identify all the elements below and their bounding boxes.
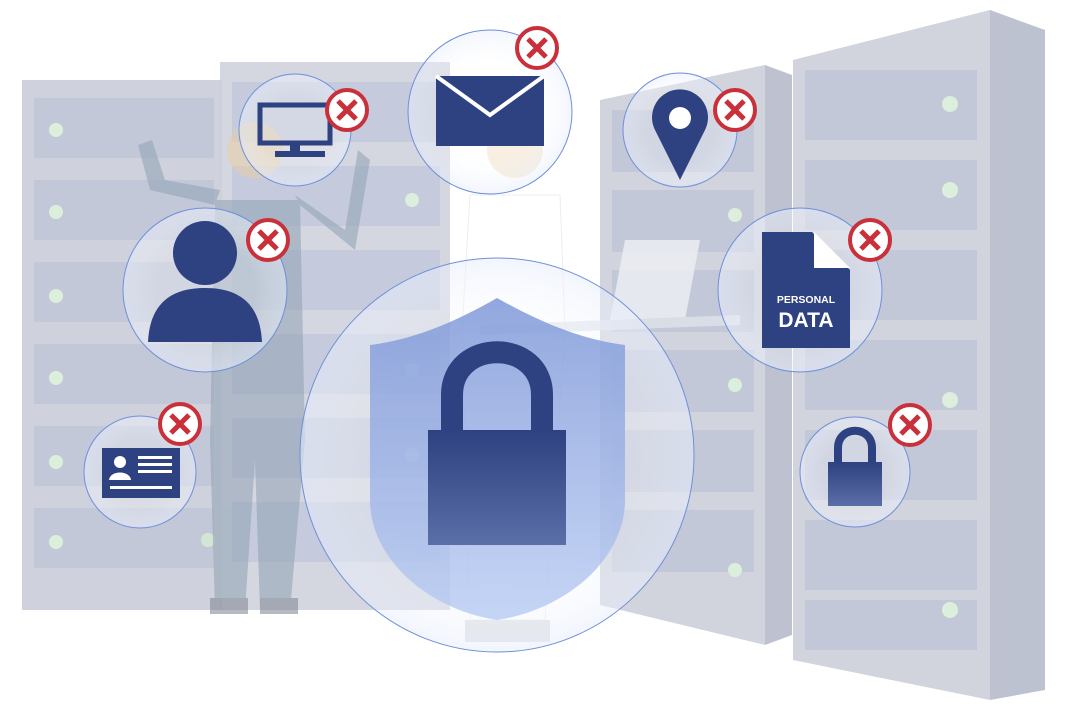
blocked-x-icon bbox=[713, 88, 757, 132]
blocked-x-icon bbox=[158, 402, 202, 446]
blocked-x-icon bbox=[848, 218, 892, 262]
personal-data-document-icon: PERSONAL DATA bbox=[717, 207, 883, 373]
monitor-icon bbox=[238, 73, 352, 187]
blocked-x-icon bbox=[325, 88, 369, 132]
blocked-x-icon bbox=[515, 26, 559, 70]
user-icon bbox=[122, 207, 288, 373]
document-label-personal: PERSONAL bbox=[777, 294, 836, 306]
envelope-icon bbox=[407, 29, 573, 195]
padlock-icon bbox=[799, 416, 911, 528]
shield-lock-icon bbox=[299, 257, 695, 653]
blocked-badges bbox=[158, 26, 932, 447]
id-card-icon bbox=[83, 415, 197, 529]
document-label-data: DATA bbox=[778, 309, 833, 332]
blocked-x-icon bbox=[888, 403, 932, 447]
location-pin-icon bbox=[622, 72, 738, 188]
blocked-x-icon bbox=[246, 218, 290, 262]
